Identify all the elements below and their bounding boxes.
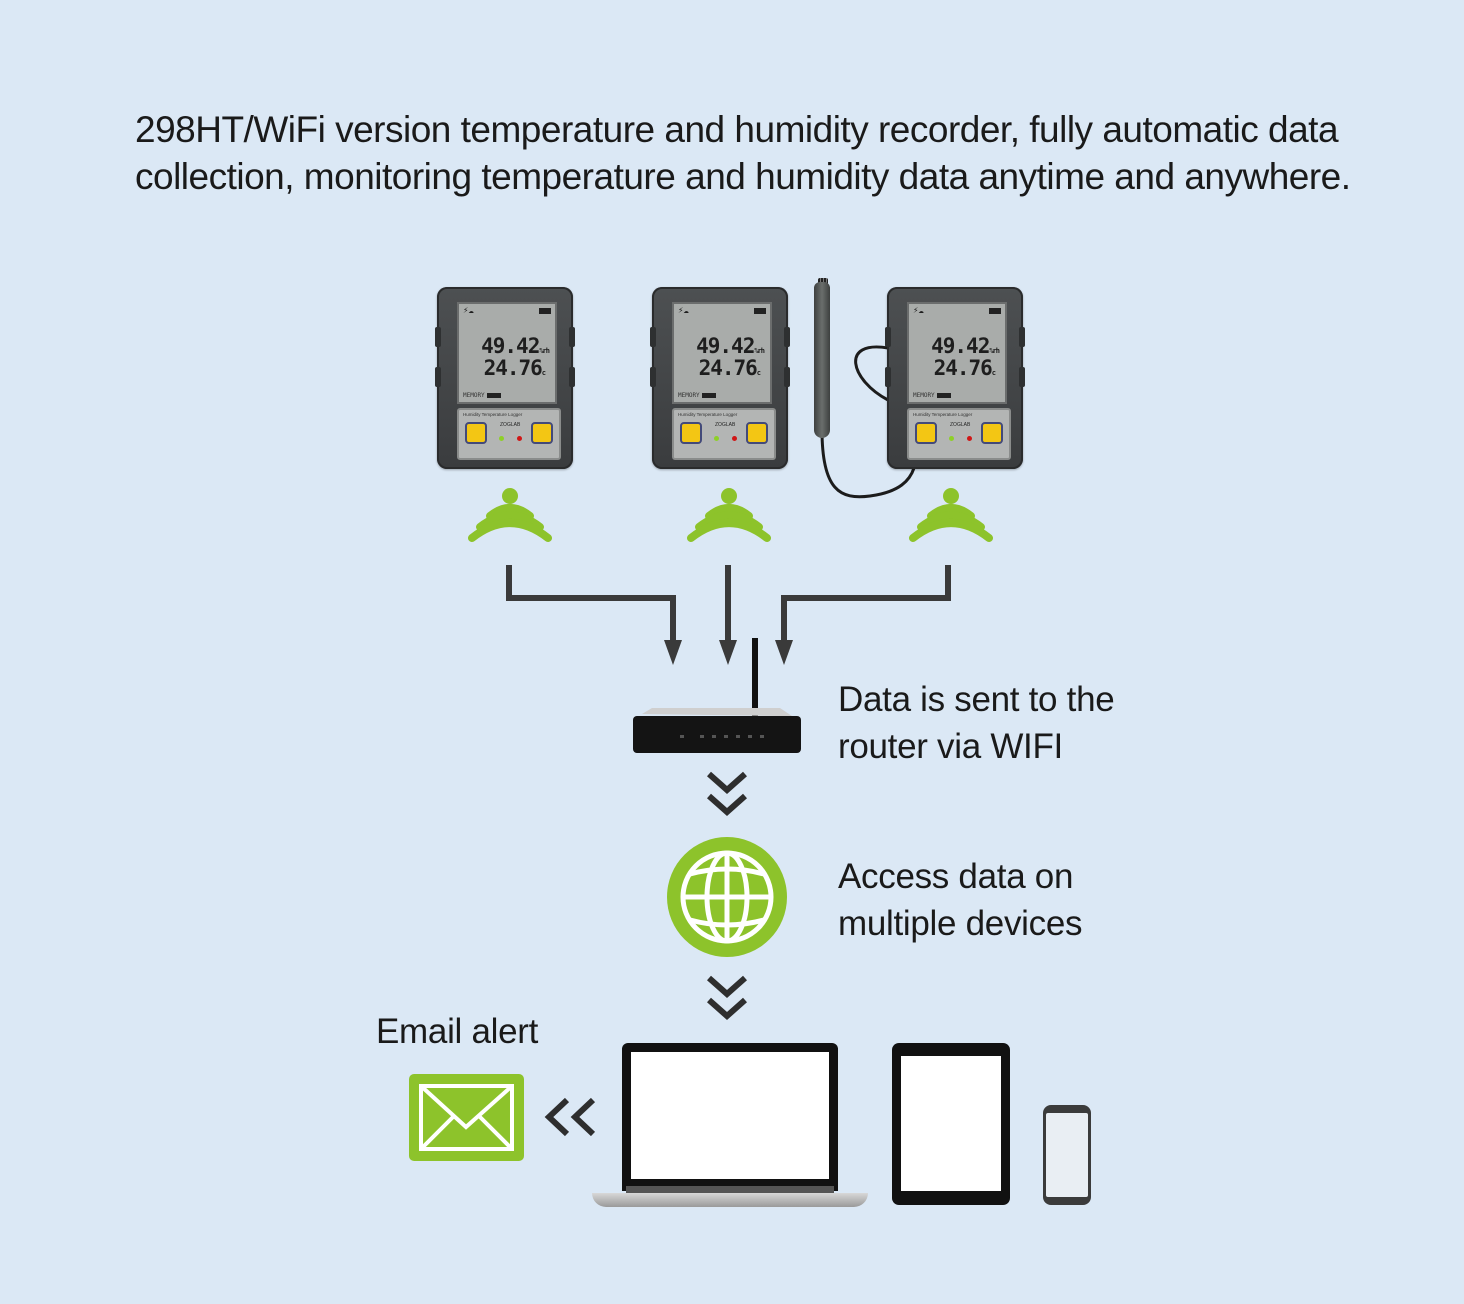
arrow-line-right: [781, 565, 951, 645]
logger-device-1: ⚡☁ 49.42%rh 24.76c MEMORY Humidity Tempe…: [435, 287, 575, 469]
envelope-icon: [409, 1074, 524, 1161]
memory-indicator: MEMORY: [678, 392, 716, 399]
model-label: ZOGLAB: [950, 422, 971, 428]
arrow-head-left: [664, 640, 682, 665]
temperature-reading: 24.76c: [933, 356, 997, 380]
control-panel: Humidity Temperature Logger ZOGLAB: [672, 408, 776, 460]
memory-indicator: MEMORY: [463, 392, 501, 399]
start-button: [915, 422, 937, 444]
smartphone-icon: [1043, 1105, 1091, 1205]
mode-button: [981, 422, 1003, 444]
wifi-signal-icon: [909, 486, 993, 544]
model-label: ZOGLAB: [500, 422, 521, 428]
lcd-display: ⚡☁ 49.42%rh 24.76c MEMORY: [672, 302, 772, 404]
double-chevron-down-icon: [707, 771, 747, 817]
alarm-led: [732, 436, 737, 441]
double-chevron-down-icon: [707, 975, 747, 1021]
status-icons: ⚡☁: [913, 306, 924, 316]
probe-cable: [820, 345, 916, 499]
double-chevron-left-icon: [544, 1097, 596, 1137]
alarm-led: [517, 436, 522, 441]
memory-indicator: MEMORY: [913, 392, 951, 399]
lcd-display: ⚡☁ 49.42%rh 24.76c MEMORY: [907, 302, 1007, 404]
temperature-reading: 24.76c: [698, 356, 762, 380]
active-led: [499, 436, 504, 441]
laptop-icon: [622, 1043, 838, 1191]
email-alert-caption: Email alert: [376, 1012, 539, 1051]
laptop-keyboard-edge: [626, 1186, 834, 1194]
lcd-display: ⚡☁ 49.42%rh 24.76c MEMORY: [457, 302, 557, 404]
external-probe: [814, 282, 830, 438]
arrow-head-center: [719, 640, 737, 665]
connector-arrows: [506, 565, 951, 665]
router-icon: [633, 638, 801, 753]
active-led: [714, 436, 719, 441]
globe-icon: [664, 836, 790, 958]
alarm-led: [967, 436, 972, 441]
logger-device-3: ⚡☁ 49.42%rh 24.76c MEMORY Humidity Tempe…: [885, 287, 1025, 469]
mode-button: [531, 422, 553, 444]
control-panel: Humidity Temperature Logger ZOGLAB: [457, 408, 561, 460]
battery-icon: [989, 308, 1001, 314]
temperature-reading: 24.76c: [483, 356, 547, 380]
start-button: [680, 422, 702, 444]
battery-icon: [754, 308, 766, 314]
humidity-reading: 49.42%rh: [931, 334, 1000, 358]
humidity-reading: 49.42%rh: [481, 334, 550, 358]
arrow-line-left: [506, 565, 676, 645]
arrow-head-right: [775, 640, 793, 665]
intro-text: 298HT/WiFi version temperature and humid…: [135, 109, 1351, 197]
battery-icon: [539, 308, 551, 314]
control-panel: Humidity Temperature Logger ZOGLAB: [907, 408, 1011, 460]
humidity-reading: 49.42%rh: [696, 334, 765, 358]
status-icons: ⚡☁: [463, 306, 474, 316]
panel-title: Humidity Temperature Logger: [678, 412, 738, 417]
logger-device-2: ⚡☁ 49.42%rh 24.76c MEMORY Humidity Tempe…: [650, 287, 790, 469]
panel-title: Humidity Temperature Logger: [913, 412, 973, 417]
wifi-signal-icon: [468, 486, 552, 544]
status-icons: ⚡☁: [678, 306, 689, 316]
mode-button: [746, 422, 768, 444]
start-button: [465, 422, 487, 444]
tablet-icon: [892, 1043, 1010, 1205]
active-led: [949, 436, 954, 441]
panel-title: Humidity Temperature Logger: [463, 412, 523, 417]
wifi-signal-icon: [687, 486, 771, 544]
model-label: ZOGLAB: [715, 422, 736, 428]
laptop-base: [592, 1193, 868, 1207]
